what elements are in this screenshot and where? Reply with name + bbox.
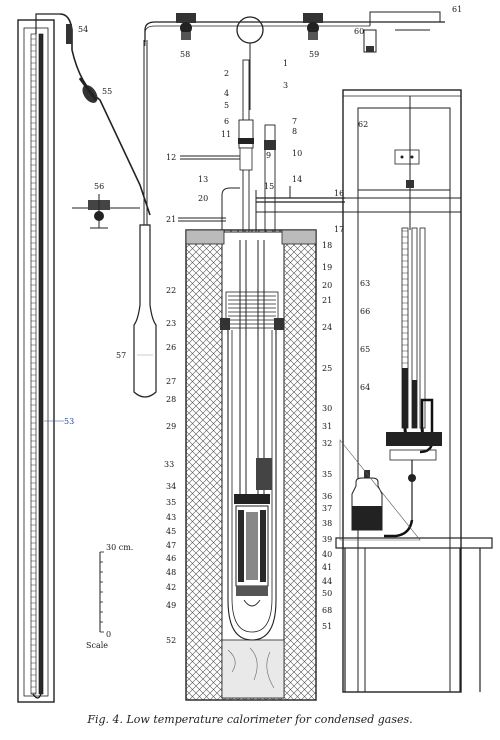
part-label: 40 [322,550,332,559]
part-label: 23 [166,319,176,328]
part-label: 8 [292,127,297,136]
part-label: 27 [166,377,176,386]
scale-top-label: 30 cm. [106,543,133,552]
part-label: 29 [166,422,176,431]
part-label: 37 [322,504,332,513]
part-label: 20 [322,281,332,290]
part-label: 66 [360,307,370,316]
part-label: 68 [322,606,332,615]
part-label: 36 [322,492,332,501]
part-label: 30 [322,404,332,413]
part-label: 22 [166,286,176,295]
part-label: 65 [360,345,370,354]
part-label: 60 [354,27,364,36]
bulb-58 [133,40,157,398]
part-label: 14 [292,175,302,184]
part-label: 35 [322,470,332,479]
part-label: 16 [334,189,344,198]
part-label: 67 [363,495,373,504]
part-label: 58 [180,50,190,59]
part-label: 42 [166,583,176,592]
part-label: 38 [322,519,332,528]
part-label: 3 [283,81,288,90]
part-label: 7 [292,117,297,126]
pressure-gauge-stand [335,89,493,693]
scale-bar: 30 cm. 0 Scale [86,543,133,650]
part-label: 32 [322,439,332,448]
part-label: 26 [166,343,176,352]
top-manifold [144,11,445,110]
part-label: 45 [166,527,176,536]
part-label: 51 [322,622,332,631]
part-label: 47 [166,541,176,550]
part-label: 24 [322,323,332,332]
part-label: 50 [322,589,332,598]
part-label: 63 [360,279,370,288]
part-label: 43 [166,513,176,522]
part-label: 57 [116,351,126,360]
part-label: 9 [266,151,271,160]
part-label: 25 [322,364,332,373]
part-label: 61 [452,5,462,14]
part-label: 13 [198,175,208,184]
part-label: 53 [64,417,74,426]
part-label: 17 [334,225,344,234]
part-label: 41 [322,563,332,572]
part-label: 44 [322,577,332,586]
part-label: 6 [224,117,229,126]
part-label: 21 [322,296,332,305]
part-label: 55 [102,87,112,96]
part-label: 2 [224,69,229,78]
scale-bottom-label: 0 [106,630,111,639]
calorimeter-assembly [178,59,345,701]
part-label: 39 [322,535,332,544]
part-label: 34 [166,482,176,491]
part-label: 5 [224,101,229,110]
part-label: 15 [264,182,274,191]
part-label: 59 [309,50,319,59]
part-label: 46 [166,554,176,563]
part-label: 48 [166,568,176,577]
part-label: 18 [322,241,332,250]
part-label: 10 [292,149,302,158]
part-label: 4 [224,89,229,98]
part-label: 20 [198,194,208,203]
part-label: 56 [94,182,104,191]
manometer-tubing [59,13,151,216]
figure-caption: Fig. 4. Low temperature calorimeter for … [87,713,413,726]
part-label: 31 [322,422,332,431]
part-label: 1 [283,59,288,68]
part-label: 28 [166,395,176,404]
scale-label: Scale [86,641,108,650]
part-label: 19 [322,263,332,272]
part-labels: 1 2 3 4 5 6 7 8 9 10 11 12 13 14 15 16 1… [64,5,462,645]
part-label: 49 [166,601,176,610]
part-label: 12 [166,153,176,162]
part-label: 62 [358,120,368,129]
stopcock-57 [72,194,140,229]
part-label: 52 [166,636,176,645]
part-label: 64 [360,383,370,392]
part-label: 33 [164,460,174,469]
part-label: 35 [166,498,176,507]
manometer-board [17,13,64,703]
part-label: 21 [166,215,176,224]
part-label: 11 [221,130,231,139]
part-label: 54 [78,25,88,34]
